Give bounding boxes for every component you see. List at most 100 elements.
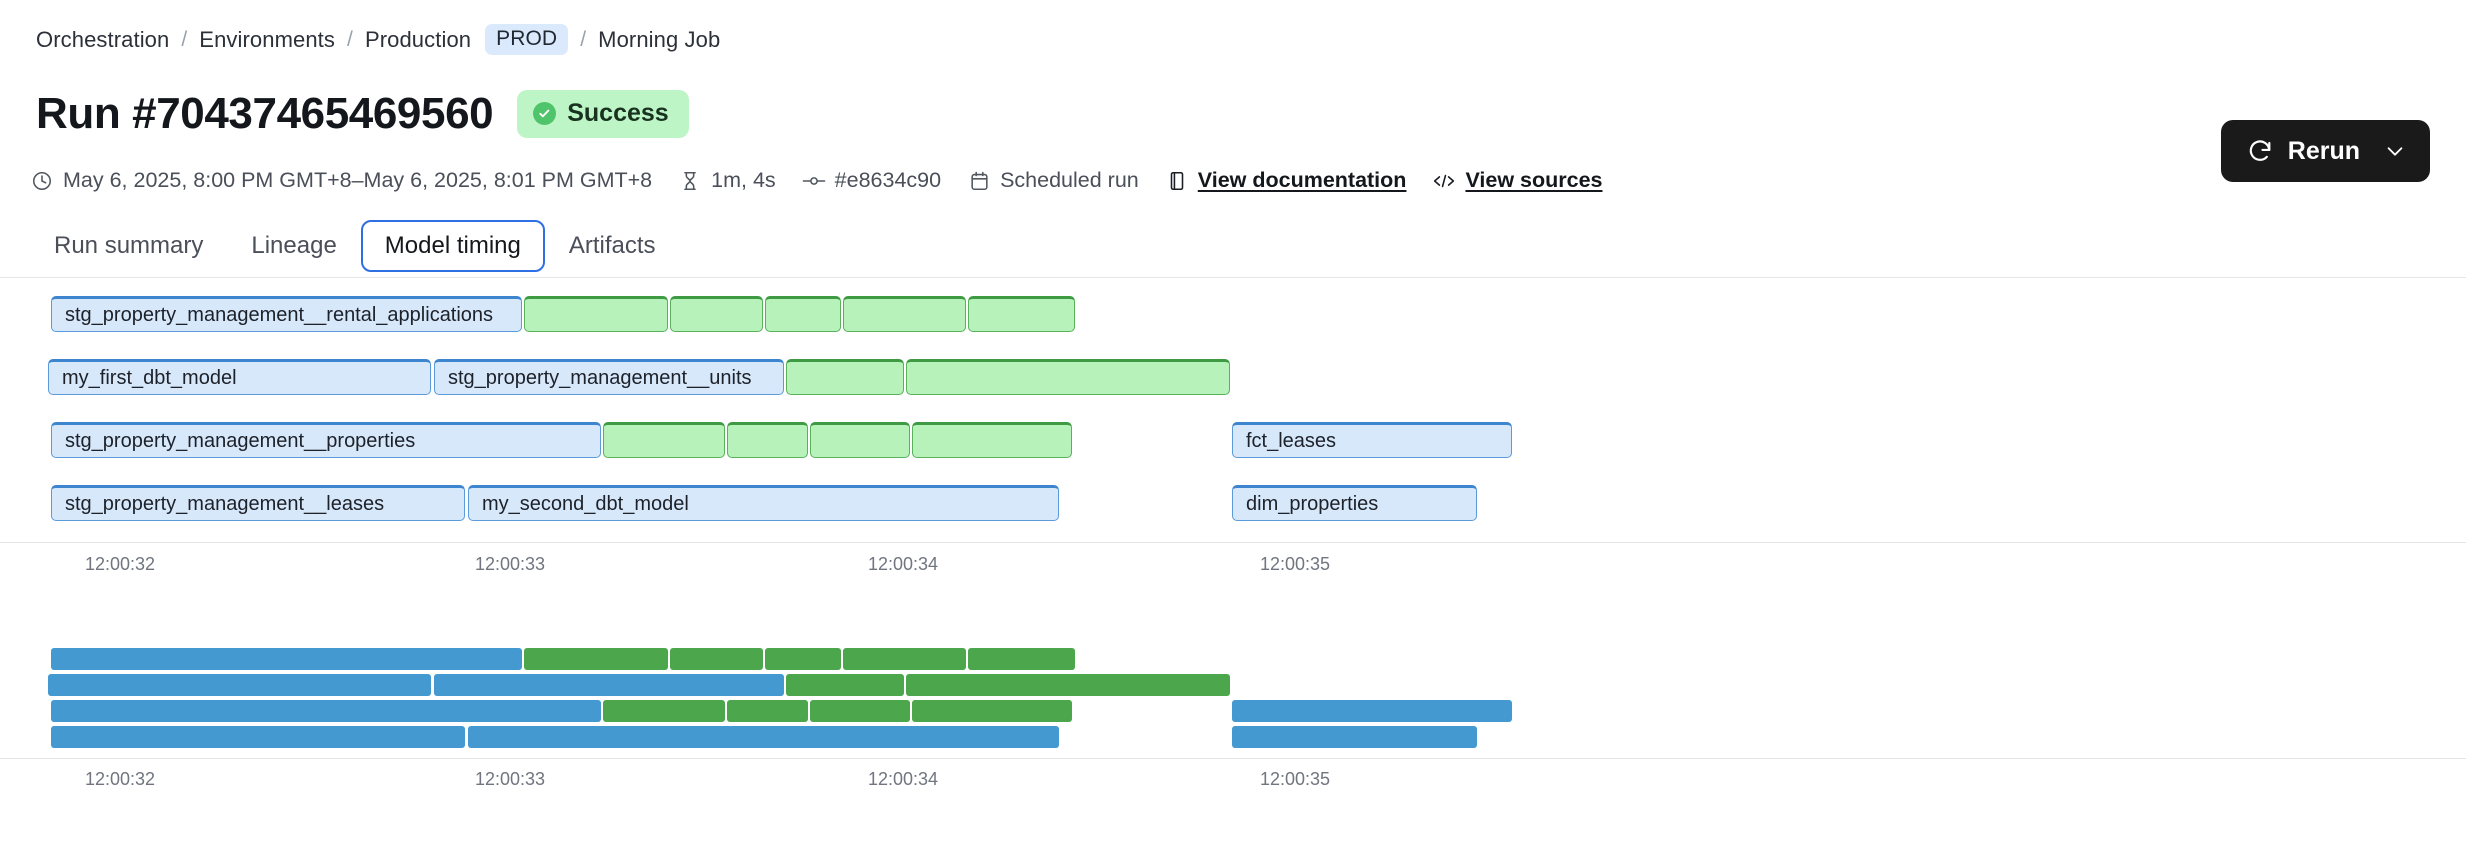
breadcrumb-separator: / (347, 28, 353, 52)
meta-item-label: May 6, 2025, 8:00 PM GMT+8–May 6, 2025, … (63, 168, 652, 193)
overview-bar[interactable] (51, 648, 522, 670)
meta-item-commit: #e8634c90 (802, 168, 941, 193)
breadcrumb-item-production[interactable]: Production (365, 27, 471, 53)
gantt-row: stg_property_management__properties fct_l… (0, 416, 2466, 464)
breadcrumb-separator: / (181, 28, 187, 52)
meta-item-label[interactable]: View sources (1465, 168, 1602, 193)
gantt-bar-label: dim_properties (1246, 493, 1378, 516)
breadcrumb-item-environments[interactable]: Environments (199, 27, 335, 53)
overview-bar[interactable] (51, 726, 465, 748)
gantt-bar-test[interactable] (603, 422, 725, 458)
rerun-button-label: Rerun (2288, 137, 2360, 166)
status-badge: Success (517, 90, 688, 138)
gantt-bar-test[interactable] (765, 296, 841, 332)
breadcrumb-item-orchestration[interactable]: Orchestration (36, 27, 169, 53)
tab-artifacts[interactable]: Artifacts (545, 220, 680, 272)
meta-item-label: 1m, 4s (711, 168, 776, 193)
gantt-bar-test[interactable] (727, 422, 808, 458)
overview-bar[interactable] (810, 700, 910, 722)
model-timing-overview: 12:00:3212:00:3312:00:3412:00:35 (0, 648, 2466, 788)
gantt-bar-label: fct_leases (1246, 430, 1336, 453)
gantt-row: my_first_dbt_model stg_property_managemen… (0, 353, 2466, 401)
axis-tick-label: 12:00:32 (85, 554, 155, 575)
axis-tick-label: 12:00:35 (1260, 554, 1330, 575)
breadcrumb-separator: / (580, 28, 586, 52)
overview-row (0, 700, 2466, 724)
overview-row (0, 648, 2466, 672)
overview-bar[interactable] (1232, 726, 1477, 748)
book-icon (1165, 169, 1189, 193)
axis-tick-label: 12:00:32 (85, 769, 155, 790)
refresh-icon (2247, 138, 2273, 164)
overview-bar[interactable] (727, 700, 808, 722)
axis-tick-label: 12:00:35 (1260, 769, 1330, 790)
gantt-bar-test[interactable] (670, 296, 763, 332)
overview-bar[interactable] (670, 648, 763, 670)
gantt-bar-test[interactable] (810, 422, 910, 458)
overview-bar[interactable] (524, 648, 668, 670)
overview-row (0, 726, 2466, 750)
axis-tick-label: 12:00:34 (868, 554, 938, 575)
gantt-bar-test[interactable] (968, 296, 1075, 332)
meta-item-code[interactable]: View sources (1432, 168, 1602, 193)
meta-item-label[interactable]: View documentation (1198, 168, 1407, 193)
hourglass-icon (678, 169, 702, 193)
gantt-bar-label: stg_property_management__leases (65, 493, 384, 516)
tab-lineage[interactable]: Lineage (227, 220, 360, 272)
overview-bar[interactable] (51, 700, 601, 722)
breadcrumb-item-morning-job[interactable]: Morning Job (598, 27, 720, 53)
gantt-bar-test[interactable] (524, 296, 668, 332)
breadcrumb: Orchestration / Environments / Production PRO… (36, 24, 720, 55)
meta-item-calendar: Scheduled run (967, 168, 1139, 193)
gantt-bar-fct_leases[interactable]: fct_leases (1232, 422, 1512, 458)
overview-row (0, 674, 2466, 698)
overview-bar[interactable] (1232, 700, 1512, 722)
overview-bar[interactable] (48, 674, 431, 696)
overview-bar[interactable] (603, 700, 725, 722)
meta-item-label: Scheduled run (1000, 168, 1139, 193)
overview-bar[interactable] (468, 726, 1059, 748)
overview-bar[interactable] (786, 674, 904, 696)
gantt-time-axis: 12:00:32 12:00:33 12:00:34 12:00:35 (0, 542, 2466, 576)
gantt-row: stg_property_management__leases my_second… (0, 479, 2466, 527)
chevron-down-icon[interactable] (2384, 140, 2406, 162)
overview-bar[interactable] (434, 674, 784, 696)
overview-bar[interactable] (765, 648, 841, 670)
axis-tick-label: 12:00:33 (475, 769, 545, 790)
gantt-bar-stg_property_management__leases[interactable]: stg_property_management__leases (51, 485, 465, 521)
gantt-bar-label: my_first_dbt_model (62, 367, 237, 390)
title-row: Run #70437465469560 Success (36, 90, 689, 138)
overview-bar[interactable] (912, 700, 1072, 722)
model-timing-gantt: stg_property_management__rental_applicat… (0, 290, 2466, 576)
tab-model-timing[interactable]: Model timing (361, 220, 545, 272)
status-badge-label: Success (567, 99, 668, 128)
run-meta-row: May 6, 2025, 8:00 PM GMT+8–May 6, 2025, … (30, 168, 1628, 193)
overview-time-axis: 12:00:3212:00:3312:00:3412:00:35 (0, 758, 2466, 788)
gantt-bar-stg_property_management__properties[interactable]: stg_property_management__properties (51, 422, 601, 458)
check-circle-icon (533, 102, 556, 125)
gantt-bar-my_first_dbt_model[interactable]: my_first_dbt_model (48, 359, 431, 395)
gantt-bar-label: stg_property_management__units (448, 367, 752, 390)
overview-bar[interactable] (906, 674, 1230, 696)
gantt-bar-stg_property_management__rental_applications[interactable]: stg_property_management__rental_applicat… (51, 296, 522, 332)
gantt-bar-test[interactable] (786, 359, 904, 395)
overview-bar[interactable] (968, 648, 1075, 670)
meta-item-clock: May 6, 2025, 8:00 PM GMT+8–May 6, 2025, … (30, 168, 652, 193)
gantt-bar-label: stg_property_management__rental_applicat… (65, 304, 493, 327)
gantt-bar-test[interactable] (843, 296, 966, 332)
rerun-button[interactable]: Rerun (2221, 120, 2430, 182)
axis-tick-label: 12:00:33 (475, 554, 545, 575)
gantt-bar-my_second_dbt_model[interactable]: my_second_dbt_model (468, 485, 1059, 521)
calendar-icon (967, 169, 991, 193)
meta-item-book[interactable]: View documentation (1165, 168, 1407, 193)
breadcrumb-env-badge: PROD (485, 24, 568, 55)
commit-icon (802, 169, 826, 193)
gantt-bar-stg_property_management__units[interactable]: stg_property_management__units (434, 359, 784, 395)
gantt-bar-dim_properties[interactable]: dim_properties (1232, 485, 1477, 521)
overview-bar[interactable] (843, 648, 966, 670)
gantt-bar-test[interactable] (912, 422, 1072, 458)
gantt-bar-test[interactable] (906, 359, 1230, 395)
tab-run-summary[interactable]: Run summary (30, 220, 227, 272)
code-icon (1432, 169, 1456, 193)
gantt-row: stg_property_management__rental_applicat… (0, 290, 2466, 338)
